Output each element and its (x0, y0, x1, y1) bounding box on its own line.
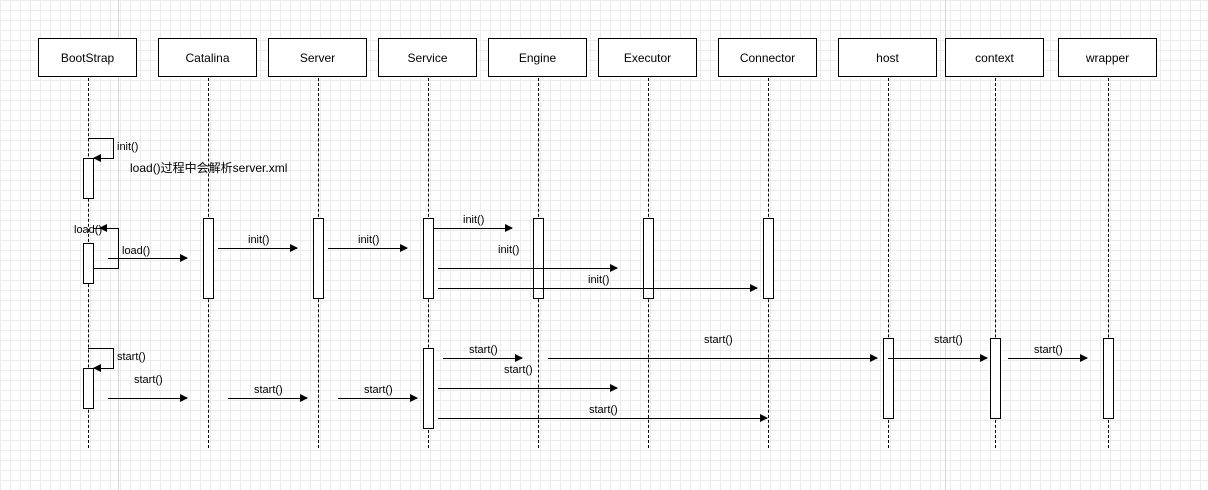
lifeline-context (995, 78, 996, 448)
self-call-init-loop[interactable] (88, 138, 114, 159)
message-label: start() (254, 384, 283, 396)
activation-context-start[interactable] (990, 338, 1001, 419)
message-label: start() (469, 344, 498, 356)
message-arrow-service-init-executor[interactable] (438, 264, 618, 272)
participant-executor[interactable]: Executor (598, 38, 697, 77)
self-call-arrowhead (93, 154, 101, 162)
lifeline-wrapper (1108, 78, 1109, 448)
activation-executor-init[interactable] (643, 218, 654, 299)
message-label: start() (134, 374, 163, 386)
message-arrow-service-init-engine[interactable] (433, 224, 513, 232)
message-label: start() (364, 384, 393, 396)
message-label: init() (463, 214, 485, 226)
message-arrow-server-init[interactable] (328, 244, 408, 252)
participant-catalina[interactable]: Catalina (158, 38, 257, 77)
message-arrow-context-start-wrapper[interactable] (1008, 354, 1088, 362)
activation-engine-init[interactable] (533, 218, 544, 299)
message-label: load() (74, 224, 103, 236)
activation-bootstrap-start[interactable] (83, 368, 94, 409)
participant-connector[interactable]: Connector (718, 38, 817, 77)
message-label: init() (498, 244, 520, 256)
participant-wrapper[interactable]: wrapper (1058, 38, 1157, 77)
participant-bootstrap[interactable]: BootStrap (38, 38, 137, 77)
message-label: init() (588, 274, 610, 286)
page-boundary-line (945, 0, 946, 490)
activation-service-init[interactable] (423, 218, 434, 299)
load-note: load()过程中会解析server.xml (130, 161, 288, 175)
activation-host-start[interactable] (883, 338, 894, 419)
message-label: start() (934, 334, 963, 346)
message-label: load() (122, 245, 151, 257)
activation-server-init[interactable] (313, 218, 324, 299)
participant-host[interactable]: host (838, 38, 937, 77)
lifeline-host (888, 78, 889, 448)
message-arrow-service-start-engine[interactable] (443, 354, 523, 362)
message-label: init() (117, 141, 139, 153)
message-label: start() (117, 351, 146, 363)
message-arrow-catalina-init[interactable] (218, 244, 298, 252)
message-arrow-service-start-executor[interactable] (438, 384, 618, 392)
message-arrow-load[interactable] (108, 254, 188, 262)
message-arrow-catalina-start[interactable] (228, 394, 308, 402)
activation-connector-init[interactable] (763, 218, 774, 299)
message-label: start() (589, 404, 618, 416)
activation-wrapper-start[interactable] (1103, 338, 1114, 419)
message-label: start() (704, 334, 733, 346)
message-arrow-host-start-context[interactable] (888, 354, 988, 362)
participant-service[interactable]: Service (378, 38, 477, 77)
message-arrow-engine-start-host[interactable] (548, 354, 878, 362)
activation-bootstrap-load[interactable] (83, 243, 94, 284)
self-call-start-loop[interactable] (88, 348, 114, 369)
self-call-arrowhead (93, 364, 101, 372)
activation-catalina-init[interactable] (203, 218, 214, 299)
participant-server[interactable]: Server (268, 38, 367, 77)
message-arrow-service-start-connector[interactable] (438, 414, 768, 422)
message-label: start() (504, 364, 533, 376)
self-call-arrowhead (99, 224, 107, 232)
participant-engine[interactable]: Engine (488, 38, 587, 77)
message-arrow-server-start[interactable] (338, 394, 418, 402)
message-label: start() (1034, 344, 1063, 356)
message-label: init() (248, 234, 270, 246)
activation-bootstrap-init[interactable] (83, 158, 94, 199)
message-arrow-start[interactable] (108, 394, 188, 402)
participant-context[interactable]: context (945, 38, 1044, 77)
message-arrow-service-init-connector[interactable] (438, 284, 758, 292)
activation-service-start[interactable] (423, 348, 434, 429)
message-label: init() (358, 234, 380, 246)
